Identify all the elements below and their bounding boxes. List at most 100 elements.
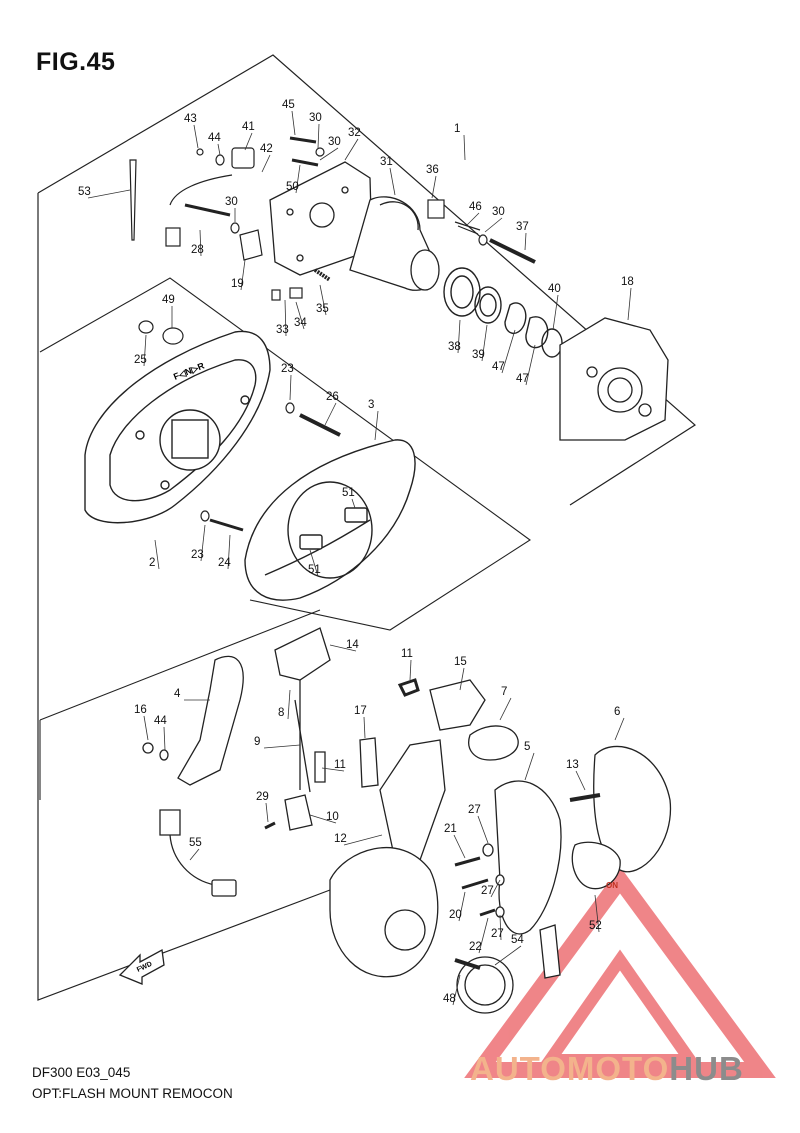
callout-31: 31 <box>380 156 393 168</box>
callout-leader-3 <box>374 410 379 441</box>
callout-23: 23 <box>281 363 294 375</box>
callout-leader-45 <box>291 110 296 136</box>
callout-9: 9 <box>254 736 260 748</box>
callout-35: 35 <box>316 303 329 315</box>
callout-leader-39 <box>481 324 488 362</box>
callout-50: 50 <box>286 181 299 193</box>
callout-leader-53 <box>87 189 131 199</box>
callout-leader-12 <box>343 834 383 846</box>
callout-leader-14 <box>329 644 357 652</box>
callout-leader-55 <box>189 848 200 861</box>
callout-28: 28 <box>191 244 204 256</box>
watermark-part1: AUTOMOTO <box>470 1050 670 1087</box>
callout-41: 41 <box>242 121 255 133</box>
callout-43: 43 <box>184 113 197 125</box>
callout-leader-30 <box>319 147 339 161</box>
callout-leader-34 <box>295 301 305 330</box>
callout-30: 30 <box>328 136 341 148</box>
callout-leader-36 <box>431 175 437 199</box>
callout-leader-10 <box>309 814 337 824</box>
callout-leader-30 <box>484 217 503 233</box>
callout-leader-22 <box>478 917 489 954</box>
callout-32: 32 <box>348 127 361 139</box>
callout-44: 44 <box>208 132 221 144</box>
callout-12: 12 <box>334 833 347 845</box>
callout-leader-25 <box>143 334 147 367</box>
callout-leader-29 <box>265 802 269 823</box>
callout-leader-9 <box>263 744 301 749</box>
callout-7: 7 <box>501 686 507 698</box>
callout-36: 36 <box>426 164 439 176</box>
watermark-part2: HUB <box>669 1050 744 1087</box>
callout-20: 20 <box>449 909 462 921</box>
callout-leader-19 <box>240 259 246 291</box>
callout-2: 2 <box>149 557 155 569</box>
callout-27: 27 <box>468 804 481 816</box>
callout-leader-7 <box>499 697 512 721</box>
callout-leader-51 <box>309 549 319 577</box>
callout-leader-44 <box>163 726 166 751</box>
callout-leader-51 <box>351 498 356 509</box>
callout-leader-17 <box>363 716 366 739</box>
callout-leader-54 <box>494 945 522 966</box>
callout-leader-47 <box>501 329 516 374</box>
callout-leader-33 <box>284 299 287 337</box>
callout-30: 30 <box>492 206 505 218</box>
callout-leader-18 <box>627 287 632 321</box>
callout-51: 51 <box>308 564 321 576</box>
callout-leader-31 <box>389 167 396 196</box>
callout-leader-35 <box>319 284 327 316</box>
small-parts-upper <box>129 136 536 301</box>
callout-18: 18 <box>621 276 634 288</box>
callout-leader-13 <box>575 770 586 791</box>
callout-leader-30 <box>317 123 320 149</box>
rings-38-39-47 <box>443 267 563 358</box>
lower-assembly-frame <box>39 609 321 800</box>
callout-leader-50 <box>295 164 301 194</box>
callout-leader-41 <box>244 132 253 151</box>
shaft-31 <box>349 196 440 291</box>
callout-leader-42 <box>261 154 271 173</box>
callout-leader-20 <box>458 891 466 922</box>
callout-15: 15 <box>454 656 467 668</box>
callout-33: 33 <box>276 324 289 336</box>
callout-30: 30 <box>225 196 238 208</box>
callout-leader-37 <box>524 232 527 251</box>
callout-23: 23 <box>191 549 204 561</box>
callout-leader-27 <box>477 815 489 844</box>
callout-38: 38 <box>448 341 461 353</box>
callout-52: 52 <box>589 920 602 932</box>
callout-11: 11 <box>401 648 413 660</box>
callout-30: 30 <box>309 112 322 124</box>
callout-leader-32 <box>344 138 359 161</box>
callout-40: 40 <box>548 283 561 295</box>
panel-assembly-frame <box>39 277 531 631</box>
callout-leader-6 <box>614 717 625 741</box>
knob-marking: ON <box>606 881 618 890</box>
callout-47: 47 <box>516 373 529 385</box>
callout-leader-23 <box>200 524 206 562</box>
callout-22: 22 <box>469 941 482 953</box>
callout-21: 21 <box>444 823 457 835</box>
callout-34: 34 <box>294 317 307 329</box>
callout-48: 48 <box>443 993 456 1005</box>
panel-2 <box>84 330 271 524</box>
callout-leader-48 <box>452 974 461 1006</box>
callout-5: 5 <box>524 741 530 753</box>
callout-14: 14 <box>346 639 359 651</box>
callout-leader-26 <box>324 402 337 426</box>
callout-leader-8 <box>287 689 291 720</box>
case-18 <box>559 317 669 441</box>
callout-47: 47 <box>492 361 505 373</box>
callout-leader-1 <box>463 134 466 161</box>
callout-11: 11 <box>334 759 346 771</box>
fwd-arrow-icon: FWD <box>118 948 165 985</box>
callout-29: 29 <box>256 791 269 803</box>
callout-leader-23 <box>289 374 292 401</box>
callout-26: 26 <box>326 391 339 403</box>
panel-screws <box>138 320 341 532</box>
callout-leader-15 <box>459 667 465 691</box>
callout-19: 19 <box>231 278 244 290</box>
